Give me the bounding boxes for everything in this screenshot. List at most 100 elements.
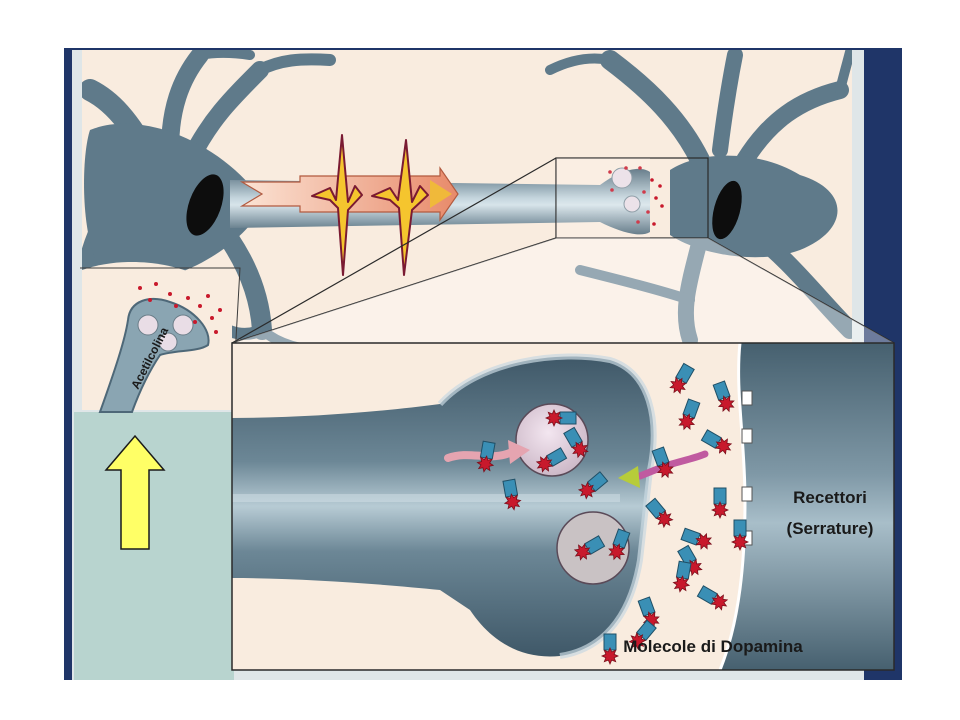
dopamine-star — [535, 455, 554, 473]
dopamine-molecule — [651, 446, 674, 479]
acetylcholine-dot — [168, 292, 172, 296]
acetylcholine-vesicle — [158, 332, 178, 352]
dopamine-dot — [658, 184, 662, 188]
acetylcholine-dot — [210, 316, 214, 320]
acetylcholine-inset: Acetilcolina — [80, 261, 241, 413]
acetylcholine-vesicle — [172, 314, 194, 336]
lower-left-panel — [74, 412, 234, 680]
acetylcholine-dots — [138, 282, 222, 334]
dopamine-star — [608, 543, 626, 561]
dopamine-dot — [654, 196, 658, 200]
dopamine-dot — [660, 204, 664, 208]
dopamine-dot — [650, 178, 654, 182]
dopamine-dot — [646, 210, 650, 214]
dopamine-star — [714, 437, 733, 455]
reuptake-arrow — [444, 448, 516, 462]
dopamine-star — [730, 532, 750, 552]
dopamine-molecules — [476, 362, 750, 666]
receptors-label-line1: Recettori — [793, 488, 867, 507]
small-vesicle — [623, 195, 641, 213]
dopamine-molecule — [544, 408, 577, 428]
dopamine-molecule — [672, 560, 692, 593]
dopamine-dot — [636, 220, 640, 224]
receptor-fragment — [502, 478, 519, 498]
acetylcholine-dot — [206, 294, 210, 298]
dopamine-star — [573, 543, 592, 561]
dopamine-star — [678, 413, 696, 431]
dopamine-molecule — [637, 596, 660, 629]
acetylcholine-dot — [214, 330, 218, 334]
acetylcholine-vesicle — [137, 314, 159, 336]
dopamine-star — [577, 481, 596, 500]
right-nucleus — [712, 180, 742, 240]
dopamine-molecule — [573, 535, 606, 561]
zoom-projection-fill — [232, 238, 894, 343]
dopamine-dot — [638, 166, 642, 170]
dopamine-star — [600, 646, 620, 666]
dopamine-molecule — [645, 497, 674, 529]
dopamine-molecule — [730, 519, 750, 552]
dopamine-star — [710, 500, 730, 520]
dopamine-molecule — [669, 362, 695, 395]
dopamine-star — [571, 440, 589, 459]
dopamine-dot — [642, 190, 646, 194]
dopamine-star — [476, 455, 495, 473]
dopamine-molecule — [680, 527, 713, 550]
dopamine-molecule — [710, 487, 730, 520]
receptors-label-line2: (Serrature) — [787, 519, 874, 538]
dopamine-star — [695, 532, 713, 550]
dopamine-molecule — [628, 619, 657, 651]
dopamine-dot — [624, 166, 628, 170]
receptor-site — [741, 486, 753, 502]
dopamine-star — [717, 395, 735, 413]
small-dopamine-dots — [608, 166, 664, 226]
dopamine-star — [672, 575, 691, 593]
dopamine-star — [544, 408, 564, 428]
zoom-region — [555, 157, 709, 239]
receptor-fragment — [675, 560, 692, 580]
dopamine-star — [655, 510, 674, 529]
zoomed-panel-border — [231, 342, 895, 671]
receptor-site — [741, 428, 753, 444]
receptor-sites — [741, 390, 753, 546]
right-neuron-body — [670, 155, 838, 258]
receptor-site — [741, 390, 753, 406]
acetylcholine-dot — [198, 304, 202, 308]
acetylcholine-dot — [186, 296, 190, 300]
dopamine-molecule — [577, 471, 609, 500]
left-neuron-body — [84, 123, 250, 282]
dopamine-star — [628, 632, 647, 651]
acetylcholine-dot — [218, 308, 222, 312]
zoomed-synapse — [232, 343, 894, 670]
dopamine-dot — [608, 170, 612, 174]
dopamine-star — [669, 376, 687, 395]
dopamine-star — [642, 611, 660, 629]
zoom-projection-lines — [231, 157, 895, 344]
up-arrow-icon — [104, 434, 166, 550]
acetylcholine-dot — [193, 320, 197, 324]
dopamine-dot — [652, 222, 656, 226]
dopamine-molecule — [712, 380, 735, 413]
impulse-arrowhead — [430, 180, 452, 208]
dopamine-molecules-label: Molecole di Dopamina — [623, 637, 803, 656]
acetylcholine-dot — [148, 298, 152, 302]
dopamine-molecule — [563, 426, 589, 459]
acetylcholine-dot — [174, 304, 178, 308]
receptor-fragment — [479, 440, 496, 460]
zoom-region-shade — [556, 158, 650, 238]
transporter-arrowhead — [618, 466, 640, 488]
acetylcholine-dot — [154, 282, 158, 286]
dopamine-molecule — [476, 440, 496, 473]
action-potential-spike-icon — [311, 134, 429, 276]
terminal-membrane-highlight — [437, 353, 657, 659]
acetylcholine-dot — [138, 286, 142, 290]
dopamine-star — [710, 593, 729, 611]
dopamine-molecule — [535, 447, 568, 473]
neuron-overview — [82, 50, 852, 355]
postsynaptic-neuron — [720, 343, 894, 670]
dopamine-molecule — [678, 398, 701, 431]
small-vesicle — [611, 167, 633, 189]
dopamine-molecule — [608, 528, 631, 561]
